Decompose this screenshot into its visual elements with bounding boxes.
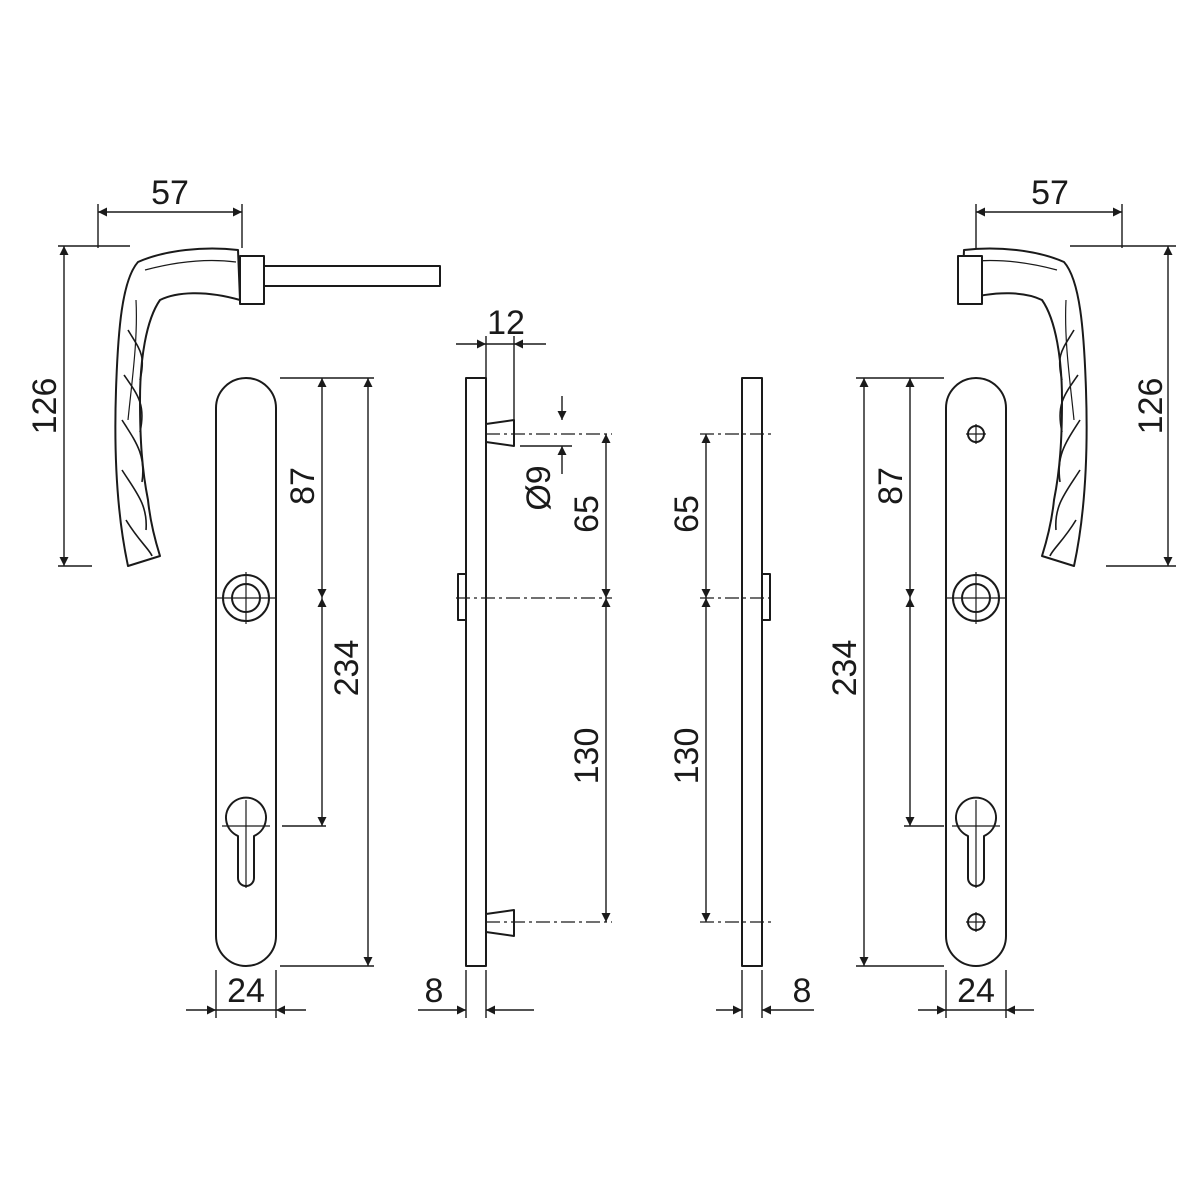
dim-plate-top-to-spindle-right: 87 bbox=[872, 467, 910, 505]
dim-plate-width-right: 24 bbox=[957, 972, 995, 1010]
dim-lever-reach-right: 57 bbox=[1031, 174, 1069, 212]
dim-side-top-to-spindle-b: 65 bbox=[668, 495, 706, 533]
dimension-labels: 57 126 57 126 12 Ø9 87 234 24 65 130 8 6… bbox=[26, 174, 1170, 1010]
dim-spindle-offset: 12 bbox=[487, 304, 525, 342]
right-backplate bbox=[945, 377, 1007, 967]
dim-lever-height-right: 126 bbox=[1132, 378, 1170, 435]
right-side-profile bbox=[700, 377, 772, 967]
dim-lever-height-left: 126 bbox=[26, 378, 64, 435]
dim-side-thickness-b: 8 bbox=[793, 972, 812, 1010]
left-backplate bbox=[215, 377, 277, 967]
left-lever-handle bbox=[114, 247, 441, 567]
dim-plate-length-left: 234 bbox=[328, 640, 366, 697]
dim-side-spindle-to-fixing-a: 130 bbox=[568, 728, 606, 785]
dim-plate-width-left: 24 bbox=[227, 972, 265, 1010]
left-side-profile bbox=[456, 377, 612, 967]
dim-side-thickness-a: 8 bbox=[425, 972, 444, 1010]
right-lever-handle bbox=[957, 247, 1088, 567]
dim-plate-length-right: 234 bbox=[826, 640, 864, 697]
dim-lever-reach-left: 57 bbox=[151, 174, 189, 212]
dim-plate-top-to-spindle-left: 87 bbox=[284, 467, 322, 505]
dim-side-top-to-spindle-a: 65 bbox=[568, 495, 606, 533]
dim-fixing-diameter: Ø9 bbox=[520, 465, 558, 510]
dimension-lines bbox=[58, 204, 1176, 1018]
dim-side-spindle-to-fixing-b: 130 bbox=[668, 728, 706, 785]
